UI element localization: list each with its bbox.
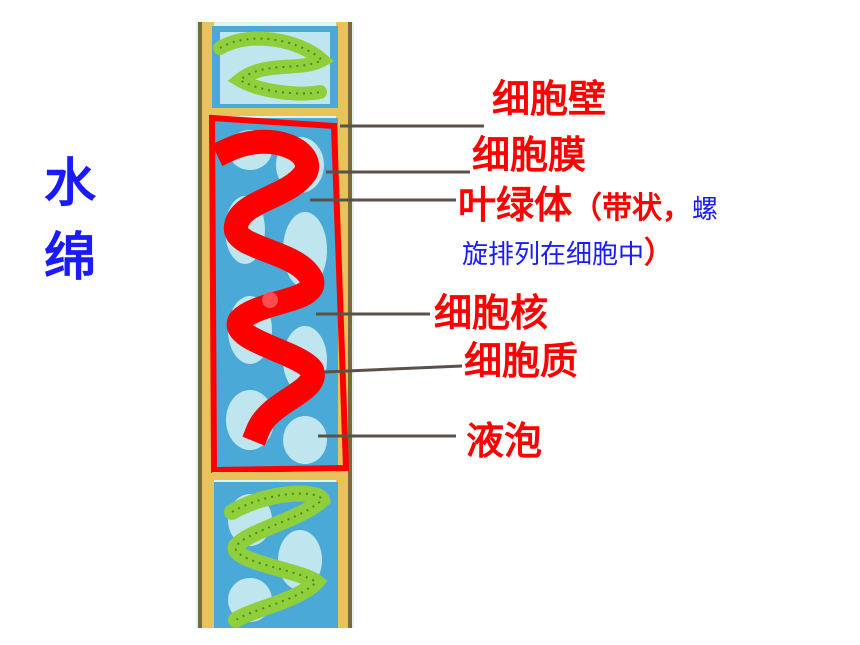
label-cell-wall: 细胞壁: [492, 77, 607, 121]
label-chloroplast-note-blue1: 螺: [692, 195, 719, 225]
label-vacuole: 液泡: [466, 419, 543, 463]
title-line-1: 水: [44, 154, 97, 214]
label-chloroplast-row-2: 旋排列在细胞中）: [462, 228, 674, 272]
label-nucleus: 细胞核: [434, 291, 549, 335]
label-cell-membrane: 细胞膜: [472, 133, 587, 177]
upper-cell: [212, 26, 338, 116]
title-line-2: 绵: [44, 228, 97, 288]
chloroplast-spiral: [212, 129, 325, 446]
leader-lines: [310, 124, 484, 438]
label-chloroplast-note-blue2: 旋排列在细胞中: [462, 240, 645, 270]
label-chloroplast-note-close: ）: [644, 236, 675, 271]
main-cell: [208, 114, 350, 474]
label-chloroplast-row: 叶绿体（带状，螺: [458, 174, 718, 229]
leader-cytoplasm: [323, 364, 463, 374]
label-chloroplast-note-open: （带状，: [572, 191, 693, 226]
label-chloroplast: 叶绿体: [458, 183, 573, 227]
nucleus-dot: [262, 292, 278, 308]
lower-cell: [212, 472, 338, 628]
label-cytoplasm: 细胞质: [464, 339, 579, 383]
